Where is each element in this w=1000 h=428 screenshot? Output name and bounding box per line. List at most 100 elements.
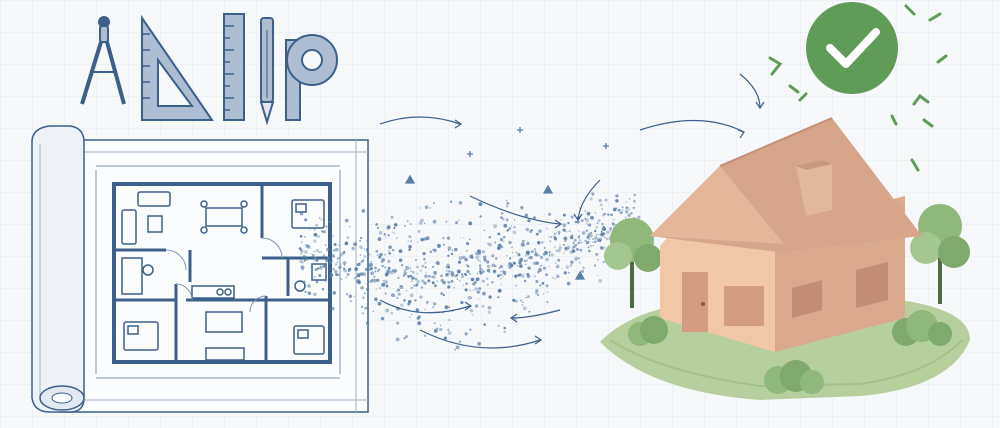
particle	[403, 337, 406, 340]
particle	[506, 202, 510, 205]
particle	[400, 263, 404, 267]
particle	[588, 238, 591, 241]
particle	[598, 237, 603, 242]
particle	[351, 246, 355, 251]
particle	[313, 260, 315, 262]
particle	[624, 216, 627, 219]
particle	[617, 208, 621, 212]
particle	[554, 278, 557, 280]
particle	[410, 270, 412, 272]
particle	[376, 278, 380, 282]
particle	[417, 241, 419, 243]
particle	[455, 345, 460, 350]
particle	[513, 262, 517, 265]
particle	[363, 255, 367, 259]
particle	[379, 252, 383, 257]
particle	[339, 256, 341, 259]
particle	[303, 280, 306, 283]
particle	[303, 235, 306, 238]
particle	[305, 257, 309, 261]
particle	[342, 261, 347, 265]
particle	[385, 308, 390, 313]
particle	[409, 223, 412, 225]
floor-plan	[95, 165, 341, 379]
particle	[503, 223, 508, 228]
particle	[377, 237, 382, 241]
particle	[313, 250, 316, 252]
particle	[545, 273, 548, 277]
particle	[361, 209, 366, 213]
particle	[325, 247, 330, 252]
ruler-icon	[223, 13, 245, 121]
particle	[476, 272, 479, 275]
particle	[526, 241, 530, 246]
particle	[425, 300, 429, 304]
particle	[477, 259, 480, 262]
particle	[570, 215, 574, 219]
particle	[450, 252, 454, 256]
particle	[339, 252, 344, 257]
particle	[325, 225, 328, 228]
particle	[409, 274, 413, 278]
particle	[486, 283, 489, 286]
particle	[513, 226, 516, 229]
particle	[458, 279, 461, 282]
particle	[553, 237, 558, 241]
particle	[314, 257, 317, 260]
particle	[381, 258, 385, 262]
particle	[621, 206, 624, 209]
particle	[344, 241, 349, 246]
particle	[433, 329, 438, 333]
particle	[513, 219, 516, 221]
particle	[405, 266, 410, 271]
particle	[374, 270, 377, 273]
particle	[512, 230, 517, 235]
particle	[463, 237, 465, 239]
particle	[354, 267, 359, 271]
particle	[360, 247, 363, 250]
particle	[486, 260, 490, 264]
particle	[494, 257, 498, 260]
particle-accent	[404, 174, 416, 184]
particle	[499, 277, 502, 280]
particle	[433, 248, 437, 253]
particle	[458, 340, 462, 343]
particle	[408, 245, 412, 249]
particle	[300, 248, 302, 250]
particle	[628, 208, 631, 211]
particle	[590, 245, 592, 247]
particle	[320, 219, 323, 221]
particle	[598, 198, 602, 203]
particle	[525, 263, 527, 265]
particle	[387, 225, 391, 229]
checkmark-icon	[806, 2, 898, 94]
particle	[299, 234, 303, 238]
particle	[533, 248, 536, 250]
particle	[368, 262, 373, 267]
particle	[468, 221, 473, 226]
flow-arrows	[379, 73, 765, 349]
particle	[500, 270, 502, 273]
particle	[450, 279, 454, 283]
particle	[329, 273, 334, 277]
particle	[397, 288, 400, 292]
particle	[522, 306, 527, 311]
particle	[365, 321, 370, 325]
particle	[424, 266, 427, 269]
particle	[604, 246, 606, 249]
particle	[332, 268, 335, 271]
particle	[580, 241, 583, 244]
particle	[580, 219, 584, 223]
particle	[384, 266, 387, 269]
particle	[431, 265, 435, 269]
particle	[446, 236, 451, 240]
particle	[461, 275, 465, 278]
particle	[479, 270, 482, 273]
particle	[603, 212, 606, 216]
particle	[424, 308, 426, 311]
particle	[388, 252, 392, 255]
particle	[349, 300, 352, 303]
particle	[521, 239, 525, 243]
particle	[584, 217, 587, 220]
particle	[442, 293, 445, 297]
